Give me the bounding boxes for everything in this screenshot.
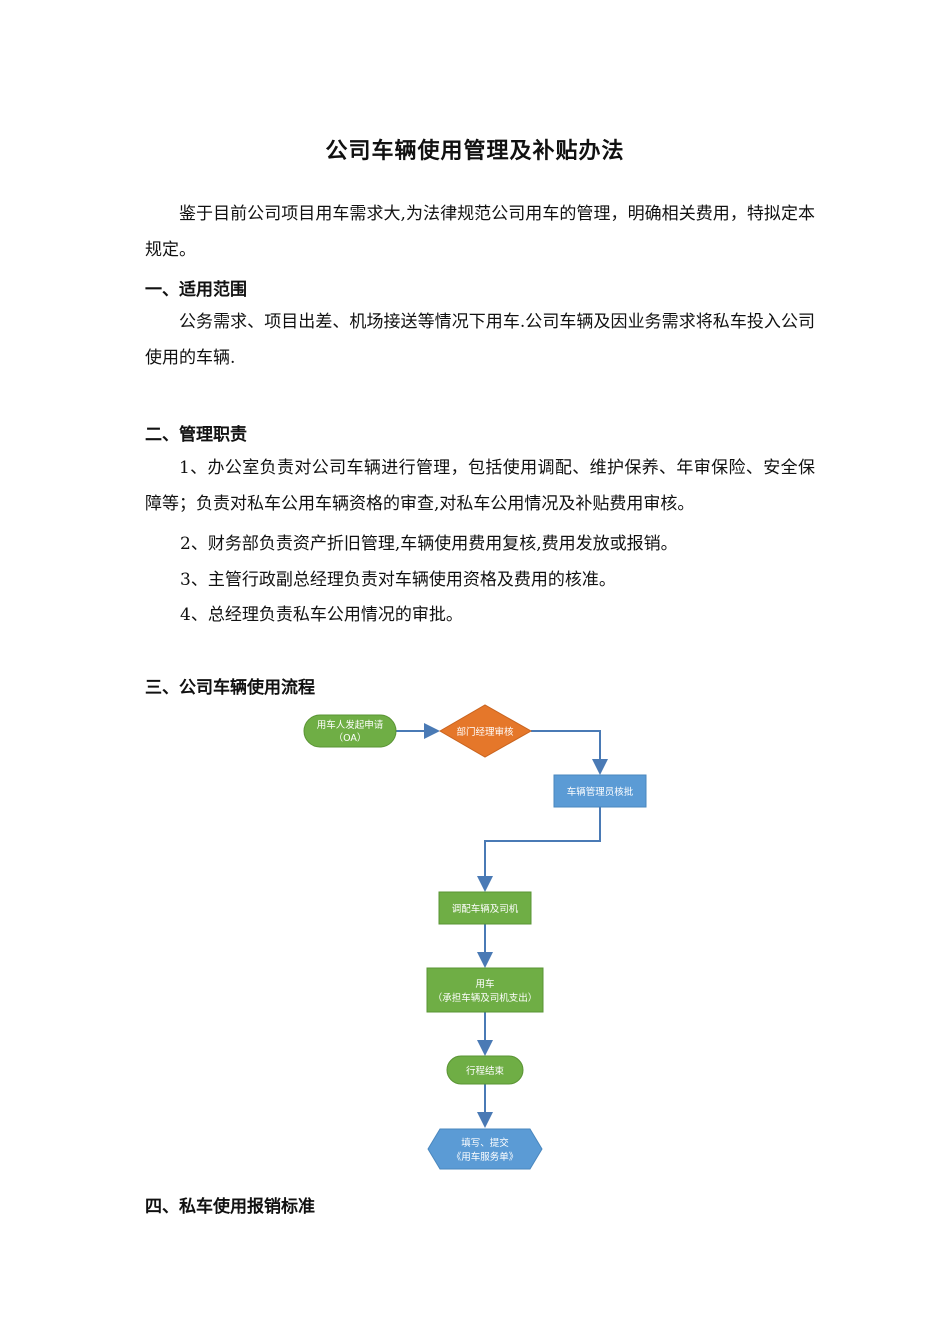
section1-heading: 一、适用范围 [145, 280, 247, 300]
flow-node-end-label: 行程结束 [466, 1065, 505, 1077]
arrow-review-to-approve [531, 730, 608, 775]
flow-node-submit-line2: 《用车服务单》 [452, 1151, 519, 1163]
flow-node-dispatch: 调配车辆及司机 [438, 891, 532, 925]
flow-node-use-line1: 用车 [475, 978, 494, 990]
section1-text: 公务需求、项目出差、机场接送等情况下用车.公司车辆及因业务需求将私车投入公司使用… [145, 312, 815, 368]
section2-heading: 二、管理职责 [145, 425, 247, 445]
section4-heading: 四、私车使用报销标准 [145, 1197, 315, 1217]
flow-node-review-label: 部门经理审核 [456, 726, 514, 738]
duty-item-1: 1、办公室负责对公司车辆进行管理，包括使用调配、维护保养、年审保险、安全保障等；… [145, 458, 815, 514]
flow-node-use: 用车 （承担车辆及司机支出） [426, 967, 544, 1013]
flow-node-start: 用车人发起申请 （OA） [303, 714, 397, 748]
intro-paragraph: 鉴于目前公司项目用车需求大,为法律规范公司用车的管理，明确相关费用，特拟定本规定… [145, 204, 815, 260]
duty-item-3: 3、主管行政副总经理负责对车辆使用资格及费用的核准。 [180, 570, 616, 590]
flow-node-dispatch-label: 调配车辆及司机 [452, 903, 519, 915]
flow-node-use-line2: （承担车辆及司机支出） [433, 992, 538, 1004]
flow-node-end: 行程结束 [446, 1055, 524, 1085]
duty-item-4: 4、总经理负责私车公用情况的审批。 [180, 605, 463, 625]
duty-item-2: 2、财务部负责资产折旧管理,车辆使用费用复核,费用发放或报销。 [180, 534, 678, 554]
flow-node-submit-line1: 填写、提交 [461, 1137, 509, 1149]
section3-heading: 三、公司车辆使用流程 [145, 678, 315, 698]
flow-node-approve-label: 车辆管理员核批 [567, 786, 634, 798]
arrow-approve-to-dispatch [477, 807, 601, 892]
flow-node-review: 部门经理审核 [439, 704, 533, 758]
flow-node-start-line2: （OA） [334, 732, 367, 744]
flow-node-submit: 填写、提交 《用车服务单》 [427, 1128, 543, 1170]
flow-node-approve: 车辆管理员核批 [553, 774, 647, 808]
vehicle-use-flowchart: 用车人发起申请 （OA） 部门经理审核 车辆管理员核批 调配车辆及司机 用车 （… [303, 704, 647, 1170]
flow-node-start-line1: 用车人发起申请 [317, 719, 384, 731]
document-title: 公司车辆使用管理及补贴办法 [325, 139, 625, 164]
